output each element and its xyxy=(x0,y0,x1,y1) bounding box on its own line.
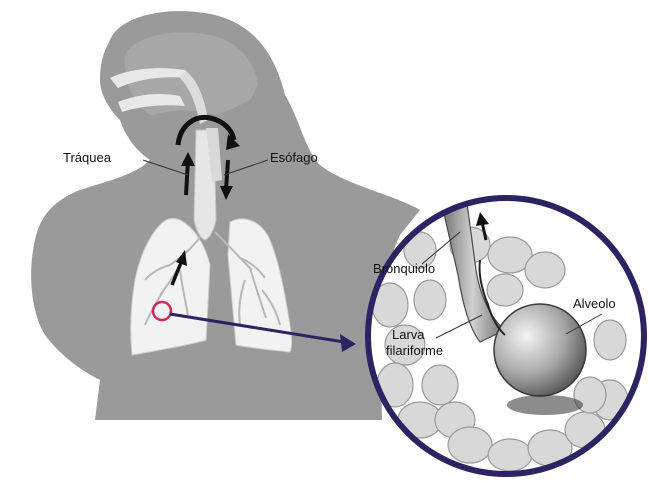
label-bronchiole: Bronquiolo xyxy=(373,261,435,276)
label-alveolus: Alveolo xyxy=(573,296,616,311)
label-esophagus: Esófago xyxy=(270,150,318,165)
descending-esophagus-arrow xyxy=(226,160,228,190)
label-larva-line1: Larva xyxy=(392,327,425,342)
label-larva-line2: filariforme xyxy=(386,343,443,358)
alveolus-sac xyxy=(494,304,586,396)
label-trachea: Tráquea xyxy=(63,150,112,165)
alveolus-shadow xyxy=(507,395,583,415)
human-torso-silhouette xyxy=(31,11,420,420)
